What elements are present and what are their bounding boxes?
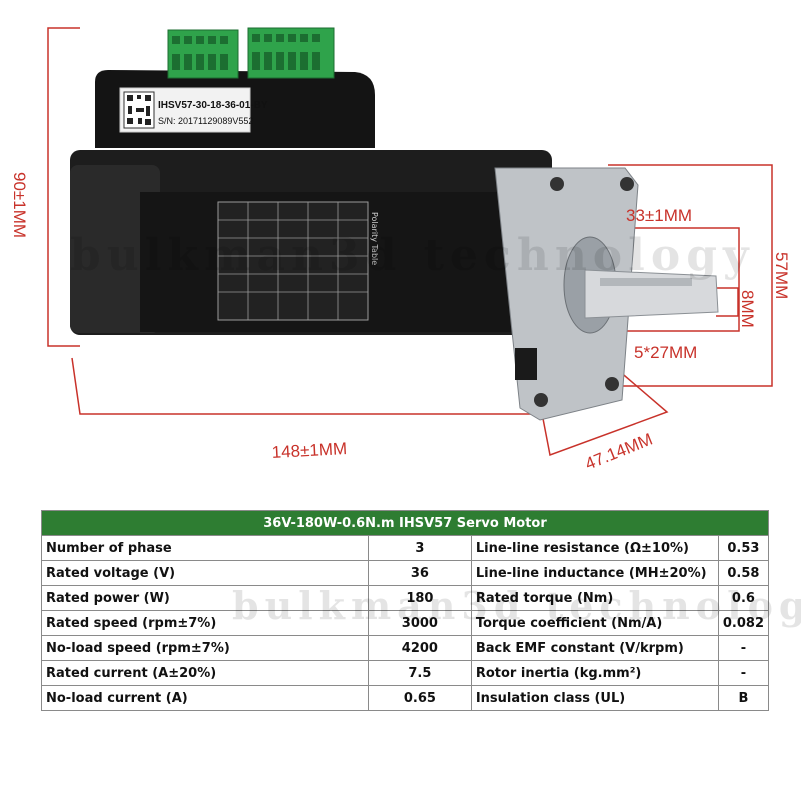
spec-value: - [717,660,770,686]
terminal-block-left [167,29,239,79]
spec-value: 0.53 [717,535,770,561]
watermark: bulkman3d technology [70,230,755,281]
model-label: IHSV57-30-18-36-01-BY [158,100,268,111]
spec-label: No-load speed (rpm±7%) [41,635,369,661]
spec-label: Rated torque (Nm) [470,585,719,611]
table-row: Rated speed (rpm±7%) 3000 Torque coeffic… [41,610,770,636]
dim-shaft-diameter: 8MM [738,290,757,328]
polarity-table-title: Polarity Table [370,212,379,265]
spec-value: 3 [367,535,472,561]
dim-height: 90±1MM [10,172,29,238]
spec-label: Number of phase [41,535,369,561]
spec-value: 7.5 [367,660,472,686]
spec-label: Rated current (A±20%) [41,660,369,686]
motor-body: Polarity Table IHSV57-30-18-36-01-BY S/N… [70,27,719,421]
table-row: Rated current (A±20%) 7.5 Rotor inertia … [41,660,770,686]
serial-label: S/N: 20171129089V552 [158,116,253,126]
spec-label: Back EMF constant (V/krpm) [470,635,719,661]
dim-length: 148±1MM [271,439,347,462]
spec-label: No-load current (A) [41,685,369,711]
polarity-table [217,201,369,321]
spec-value: 36 [367,560,472,586]
spec-title: 36V-180W-0.6N.m IHSV57 Servo Motor [41,510,769,536]
dim-shaft-length: 33±1MM [626,206,692,225]
encoder-connector [515,348,537,380]
spec-label: Rotor inertia (kg.mm²) [470,660,719,686]
spec-label: Rated speed (rpm±7%) [41,610,369,636]
spec-value: - [717,635,770,661]
dim-flange: 57MM [772,252,791,299]
spec-value: 0.6 [717,585,770,611]
terminal-block-right [247,27,335,79]
dim-hole-spacing: 47.14MM [582,430,655,474]
spec-value: 3000 [367,610,472,636]
spec-label: Insulation class (UL) [470,685,719,711]
spec-value: 180 [367,585,472,611]
spec-value: 0.58 [717,560,770,586]
spec-value: 0.082 [717,610,770,636]
spec-label: Torque coefficient (Nm/A) [470,610,719,636]
spec-value: B [717,685,770,711]
table-row: No-load current (A) 0.65 Insulation clas… [41,685,770,711]
table-row: Rated power (W) 180 Rated torque (Nm) 0.… [41,585,770,611]
dim-key: 5*27MM [634,343,697,362]
spec-value: 4200 [367,635,472,661]
table-row: Number of phase 3 Line-line resistance (… [41,535,770,561]
spec-label: Line-line inductance (MH±20%) [470,560,719,586]
spec-label: Line-line resistance (Ω±10%) [470,535,719,561]
spec-label: Rated voltage (V) [41,560,369,586]
spec-value: 0.65 [367,685,472,711]
spec-label: Rated power (W) [41,585,369,611]
table-row: Rated voltage (V) 36 Line-line inductanc… [41,560,770,586]
spec-title-row: 36V-180W-0.6N.m IHSV57 Servo Motor [41,510,769,536]
table-row: No-load speed (rpm±7%) 4200 Back EMF con… [41,635,770,661]
spec-table: 36V-180W-0.6N.m IHSV57 Servo Motor Numbe… [41,510,770,711]
